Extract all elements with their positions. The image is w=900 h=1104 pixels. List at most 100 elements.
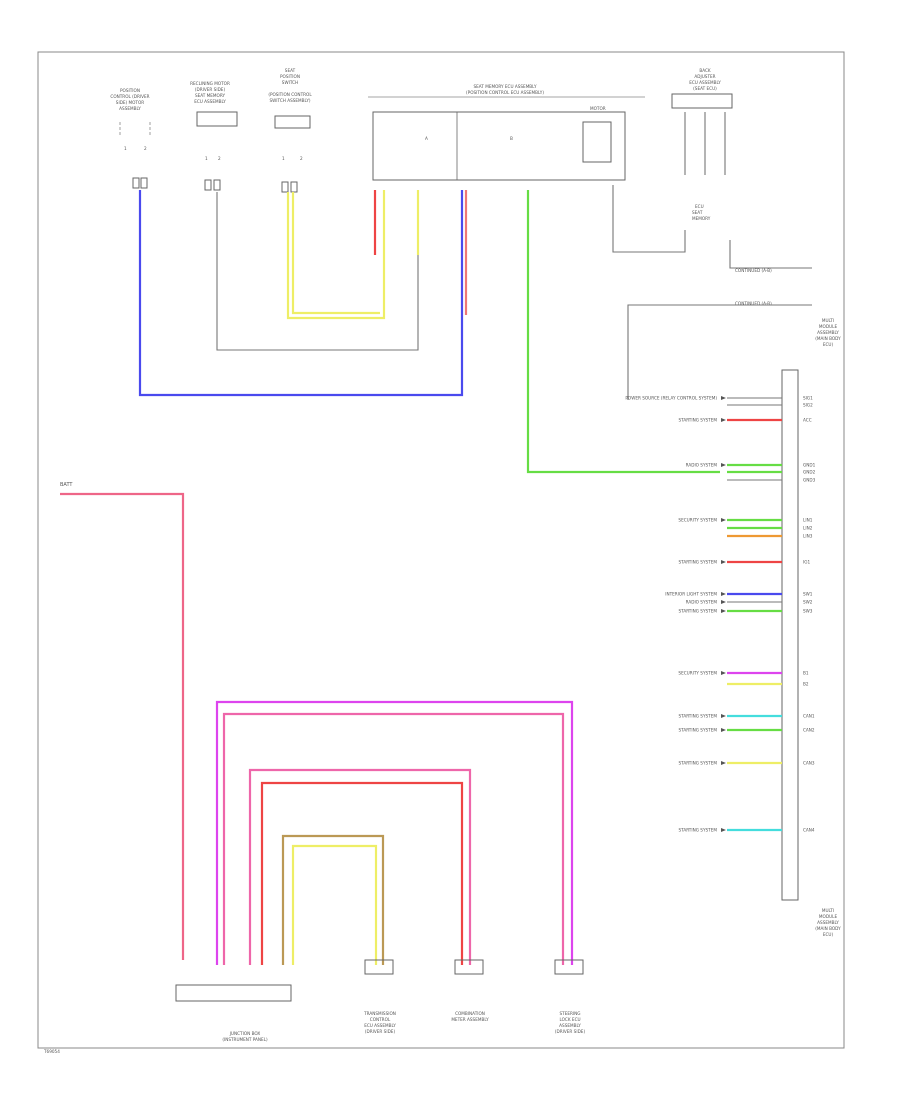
signal-pin-label: CAN1: [803, 714, 815, 719]
svg-text:MEMORY: MEMORY: [692, 216, 711, 221]
wire-blue-top: [138, 190, 464, 397]
arrow-icon: [721, 463, 726, 467]
label-combination-meter: COMBINATION METER ASSEMBLY: [451, 1011, 489, 1022]
signal-row-label: STARTING SYSTEM: [678, 828, 717, 833]
svg-text:CONTINUED (A-B): CONTINUED (A-B): [735, 301, 772, 306]
right-signal-rows: POWER SOURCE (RELAY CONTROL SYSTEM)SIG1S…: [625, 396, 815, 833]
arrow-icon: [721, 396, 726, 400]
signal-pin-label: IG1: [803, 560, 810, 565]
label-reclining-motor: RECLINING MOTOR (DRIVER SIDE) SEAT MEMOR…: [190, 81, 230, 104]
wire-green-top: [526, 190, 720, 474]
svg-text:ASSEMBLY: ASSEMBLY: [119, 106, 141, 111]
signal-row: POWER SOURCE (RELAY CONTROL SYSTEM)SIG1: [625, 396, 813, 401]
svg-text:POSITION: POSITION: [120, 88, 140, 93]
svg-text:SWITCH ASSEMBLY): SWITCH ASSEMBLY): [269, 98, 310, 103]
arrow-icon: [721, 600, 726, 604]
svg-text:MOTOR: MOTOR: [590, 106, 606, 111]
arrow-icon: [721, 609, 726, 613]
signal-row: SIG2: [727, 403, 813, 408]
signal-pin-label: SW1: [803, 592, 813, 597]
signal-row-label: STARTING SYSTEM: [678, 609, 717, 614]
wire-continue-to-module: [627, 304, 812, 400]
svg-text:LOCK ECU: LOCK ECU: [559, 1017, 580, 1022]
svg-text:SIDE) MOTOR: SIDE) MOTOR: [116, 100, 144, 105]
signal-row: STARTING SYSTEM SW3: [678, 609, 812, 614]
signal-pin-label: SIG2: [803, 403, 813, 408]
wire-gray-top: [216, 190, 419, 351]
signal-row-label: STARTING SYSTEM: [678, 714, 717, 719]
multi-module-assembly: MULTI MODULE ASSEMBLY (MAIN BODY ECU) MU…: [781, 318, 841, 937]
continue-labels: CONTINUED (A-B) CONTINUED (A-B): [735, 268, 772, 306]
wire-red-bottom: [260, 781, 464, 965]
svg-text:JUNCTION BOX: JUNCTION BOX: [229, 1031, 261, 1036]
svg-text:METER ASSEMBLY: METER ASSEMBLY: [451, 1017, 489, 1022]
svg-text:CONTINUED (A-B): CONTINUED (A-B): [735, 268, 772, 273]
arrow-icon: [721, 592, 726, 596]
svg-text:RECLINING MOTOR: RECLINING MOTOR: [190, 81, 230, 86]
signal-row-label: SECURITY SYSTEM: [678, 518, 717, 523]
svg-text:2: 2: [144, 146, 147, 151]
signal-row: LIN2: [727, 526, 813, 531]
svg-text:1: 1: [205, 156, 208, 161]
arrow-icon: [721, 560, 726, 564]
svg-text:(POSITION CONTROL: (POSITION CONTROL: [268, 92, 312, 97]
signal-row-label: STARTING SYSTEM: [678, 418, 717, 423]
wire-tan-bottom: [281, 834, 385, 965]
signal-row: STARTING SYSTEM CAN1: [678, 714, 814, 719]
signal-row-label: RADIO SYSTEM: [686, 463, 718, 468]
signal-pin-label: SW2: [803, 600, 813, 605]
signal-row: STARTING SYSTEM IG1: [678, 560, 810, 565]
label-steering-lock-ecu: STEERING LOCK ECU ASSEMBLY (DRIVER SIDE): [555, 1011, 586, 1034]
arrow-icon: [721, 671, 726, 675]
svg-text:(POSITION CONTROL ECU ASSEMBLY: (POSITION CONTROL ECU ASSEMBLY): [466, 90, 544, 95]
signal-row: B2: [727, 682, 809, 687]
svg-text:STEERING: STEERING: [559, 1011, 580, 1016]
svg-text:ECU): ECU): [823, 342, 834, 347]
signal-pin-label: SW3: [803, 609, 813, 614]
svg-text:CONTROL (DRIVER: CONTROL (DRIVER: [110, 94, 149, 99]
svg-text:POSITION: POSITION: [280, 74, 300, 79]
svg-text:ASSEMBLY: ASSEMBLY: [817, 920, 839, 925]
svg-text:ADJUSTER: ADJUSTER: [694, 74, 715, 79]
label-junction-box: JUNCTION BOX (INSTRUMENT PANEL): [222, 1031, 268, 1042]
svg-text:SEAT MEMORY ECU ASSEMBLY: SEAT MEMORY ECU ASSEMBLY: [473, 84, 536, 89]
signal-pin-label: ACC: [803, 418, 812, 423]
svg-text:(DRIVER SIDE): (DRIVER SIDE): [555, 1029, 586, 1034]
arrow-icon: [721, 761, 726, 765]
svg-text:MODULE: MODULE: [819, 914, 838, 919]
wire-pink-bottom: [222, 712, 565, 965]
wire-pink-bottom-2: [248, 768, 472, 965]
svg-text:ECU ASSEMBLY: ECU ASSEMBLY: [689, 80, 721, 85]
signal-row: LIN3: [727, 534, 813, 539]
signal-pin-label: GND3: [803, 478, 816, 483]
signal-pin-label: B1: [803, 671, 809, 676]
label-seat-position-switch: SEAT POSITION SWITCH (POSITION CONTROL S…: [268, 68, 312, 103]
arrow-icon: [721, 828, 726, 832]
signal-row: GND2: [727, 470, 816, 475]
signal-row-label: RADIO SYSTEM: [686, 600, 718, 605]
wire-back-adjuster-continue: [729, 240, 812, 269]
svg-text:COMBINATION: COMBINATION: [455, 1011, 485, 1016]
svg-text:1: 1: [124, 146, 127, 151]
svg-text:CONTROL: CONTROL: [370, 1017, 391, 1022]
svg-text:SEAT MEMORY: SEAT MEMORY: [195, 93, 226, 98]
svg-text:ECU): ECU): [823, 932, 834, 937]
signal-row-label: STARTING SYSTEM: [678, 560, 717, 565]
signal-row: SECURITY SYSTEM LIN1: [678, 518, 812, 523]
label-position-motor: POSITION CONTROL (DRIVER SIDE) MOTOR ASS…: [110, 88, 149, 111]
signal-row-label: POWER SOURCE (RELAY CONTROL SYSTEM): [625, 396, 717, 401]
signal-pin-label: LIN2: [803, 526, 813, 531]
svg-text:SEAT: SEAT: [692, 210, 703, 215]
svg-text:ECU: ECU: [695, 204, 704, 209]
svg-text:(DRIVER SIDE): (DRIVER SIDE): [195, 87, 226, 92]
signal-row-label: SECURITY SYSTEM: [678, 671, 717, 676]
svg-text:(MAIN BODY: (MAIN BODY: [815, 336, 841, 341]
svg-text:(SEAT ECU): (SEAT ECU): [693, 86, 717, 91]
footer-code: T69054: [43, 1049, 60, 1054]
svg-text:(INSTRUMENT PANEL): (INSTRUMENT PANEL): [222, 1037, 268, 1042]
svg-text:1: 1: [282, 156, 285, 161]
signal-pin-label: LIN1: [803, 518, 813, 523]
